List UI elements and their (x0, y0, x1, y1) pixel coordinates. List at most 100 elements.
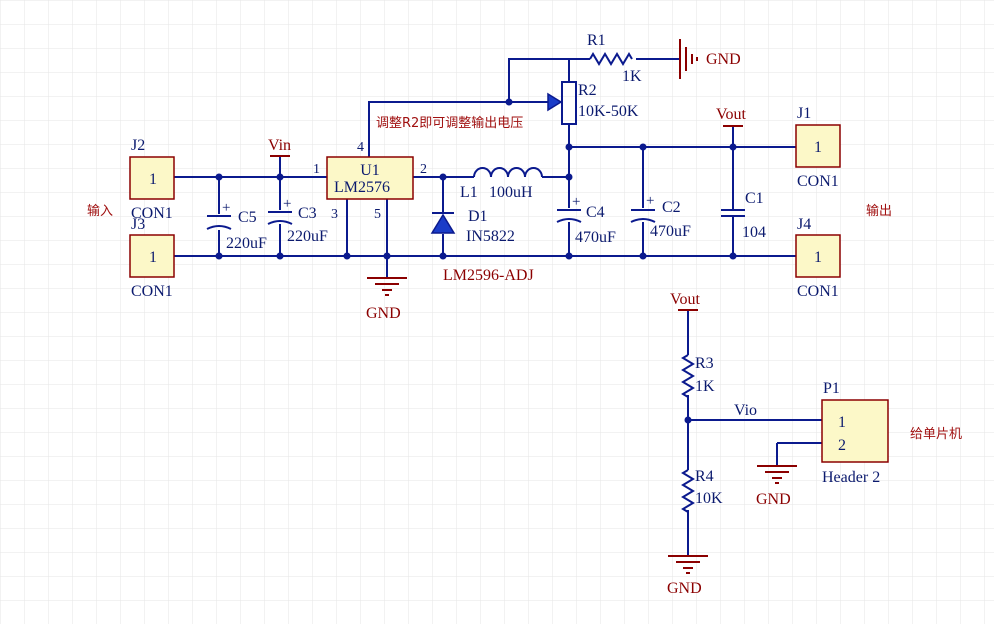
resistor-value: 1K (695, 378, 715, 395)
ground-r4: GND (667, 555, 708, 597)
capacitor-icon (556, 209, 582, 223)
header-p1: 1 2 P1 Header 2 (821, 380, 889, 486)
net-label-vio: Vio (734, 402, 757, 419)
pin-1-label: 1 (313, 162, 320, 177)
inductor-l1: L1 100uH (460, 167, 543, 201)
capacitor-c5: + C5 220uF (206, 200, 267, 252)
net-label: GND (667, 580, 702, 597)
connector-pin: 1 (149, 171, 157, 188)
connector-ref: J3 (131, 216, 145, 233)
resistor-ref: R2 (578, 82, 597, 99)
connector-j2: 1 J2 CON1 (129, 137, 175, 222)
resistor-r3: R3 1K (681, 354, 715, 398)
connector-pin: 1 (814, 249, 822, 266)
ground-icon (367, 277, 407, 296)
regulator-ref: U1 (360, 162, 380, 179)
capacitor-value: 470uF (650, 223, 691, 240)
connector-j1: 1 J1 CON1 (795, 105, 841, 190)
capacitor-ref: C4 (586, 204, 605, 221)
header-pin-2: 2 (838, 437, 846, 454)
connector-ref: J4 (797, 216, 811, 233)
capacitor-ref: C1 (745, 190, 764, 207)
ground-icon (668, 555, 708, 574)
inductor-icon (473, 167, 543, 178)
capacitor-ref: C3 (298, 205, 317, 222)
connector-pin: 1 (814, 139, 822, 156)
pin-3-label: 3 (331, 207, 338, 222)
resistor-value: 10K (695, 490, 723, 507)
pin-4-label: 4 (357, 140, 364, 155)
mcu-note: 给单片机 (910, 427, 962, 442)
power-port-vin: Vin (268, 137, 291, 157)
capacitor-c1: C1 104 (721, 190, 766, 241)
connector-ref: J2 (131, 137, 145, 154)
resistor-r1: R1 1K (587, 32, 642, 85)
pin-5-label: 5 (374, 207, 381, 222)
connector-type: CON1 (797, 173, 839, 190)
connector-type: CON1 (797, 283, 839, 300)
adjust-note: 调整R2即可调整输出电压 (376, 115, 523, 131)
polarity-mark: + (572, 194, 580, 210)
diode-ref: D1 (468, 208, 488, 225)
output-note: 输出 (866, 203, 892, 219)
net-label: Vout (670, 291, 700, 308)
capacitor-value: 220uF (226, 235, 267, 252)
inductor-value: 100uH (489, 184, 533, 201)
ground-u1: GND (366, 277, 407, 322)
resistor-value: 10K-50K (578, 103, 639, 120)
capacitor-value: 104 (742, 224, 766, 241)
resistor-ref: R4 (695, 468, 714, 485)
capacitor-icon (206, 215, 232, 230)
input-note: 输入 (87, 203, 113, 219)
power-port-vout: Vout (716, 106, 746, 127)
capacitor-value: 220uF (287, 228, 328, 245)
connector-j3: 1 J3 CON1 (129, 216, 175, 300)
capacitor-icon (630, 209, 656, 223)
polarity-mark: + (646, 193, 654, 209)
capacitor-c3: + C3 220uF (267, 196, 328, 245)
resistor-icon (681, 469, 695, 513)
ground-icon (757, 465, 797, 484)
diode-icon (430, 212, 456, 234)
ground-p1: GND (756, 465, 797, 508)
regulator-part: LM2576 (334, 179, 390, 196)
capacitor-c2: + C2 470uF (630, 193, 691, 240)
header-pin-1: 1 (838, 414, 846, 431)
capacitor-icon (267, 211, 293, 225)
wiper-arrow-icon (547, 92, 563, 112)
resistor-ref: R1 (587, 32, 606, 49)
power-port-vout-2: Vout (670, 291, 700, 311)
resistor-icon (589, 52, 633, 66)
capacitor-c4: + C4 470uF (556, 194, 616, 246)
inductor-ref: L1 (460, 184, 478, 201)
resistor-value: 1K (622, 68, 642, 85)
net-label: GND (756, 491, 791, 508)
connector-j4: 1 J4 CON1 (795, 216, 841, 300)
net-label: GND (706, 51, 741, 68)
capacitor-ref: C2 (662, 199, 681, 216)
ground-icon (679, 39, 698, 79)
diode-d1: D1 IN5822 (430, 208, 515, 245)
capacitor-icon (721, 209, 745, 217)
resistor-r4: R4 10K (681, 468, 723, 513)
connector-type: CON1 (131, 205, 173, 222)
net-label: GND (366, 305, 401, 322)
capacitor-value: 470uF (575, 229, 616, 246)
diode-part: IN5822 (466, 228, 515, 245)
connector-ref: J1 (797, 105, 811, 122)
resistor-ref: R3 (695, 355, 714, 372)
header-ref: P1 (823, 380, 840, 397)
net-label: Vin (268, 137, 291, 154)
polarity-mark: + (283, 196, 291, 212)
header-type: Header 2 (822, 469, 880, 486)
potentiometer-icon (561, 81, 577, 125)
resistor-icon (681, 354, 695, 398)
junctions (215, 98, 737, 424)
polarity-mark: + (222, 200, 230, 216)
net-label: Vout (716, 106, 746, 123)
capacitor-ref: C5 (238, 209, 257, 226)
connector-pin: 1 (149, 249, 157, 266)
circuit-title: LM2596-ADJ (443, 267, 534, 284)
